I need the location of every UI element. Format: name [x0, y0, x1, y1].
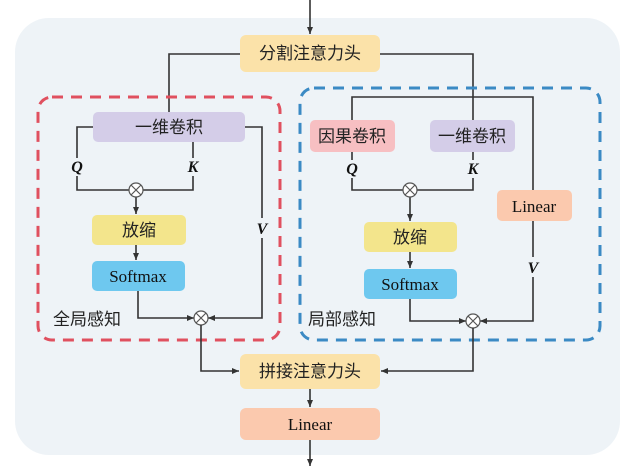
local-conv1d-label: 一维卷积: [438, 127, 506, 147]
global-perception-label: 全局感知: [53, 310, 121, 330]
global-k-label: K: [187, 159, 200, 176]
output-linear-node: Linear: [240, 408, 380, 440]
local-v-multiply-icon: [465, 313, 481, 329]
local-v-edge: [480, 221, 534, 324]
global-conv1d-node: 一维卷积: [93, 112, 245, 142]
output-linear-label: Linear: [288, 415, 333, 434]
local-softmax-node: Softmax: [364, 269, 457, 299]
local-conv1d-node: 一维卷积: [430, 120, 515, 152]
local-perception-label: 局部感知: [308, 310, 376, 330]
concat-heads-node: 拼接注意力头: [240, 354, 380, 389]
local-q-label: Q: [346, 161, 358, 178]
local-softmax-to-mult-edge: [409, 298, 466, 324]
global-scale-node: 放缩: [92, 215, 186, 245]
split-to-global-edge: [168, 53, 240, 112]
global-qk-multiply-icon: [128, 182, 144, 198]
global-q-label: Q: [71, 159, 83, 176]
local-to-concat-edge: [381, 328, 474, 374]
local-qk-multiply-icon: [402, 182, 418, 198]
local-scale-node: 放缩: [364, 222, 457, 252]
local-linear-label: Linear: [512, 197, 557, 216]
global-conv1d-label: 一维卷积: [135, 118, 203, 138]
global-v-multiply-icon: [193, 310, 209, 326]
local-causal-conv-node: 因果卷积: [310, 120, 395, 152]
local-causal-conv-label: 因果卷积: [318, 127, 386, 147]
local-k-label: K: [467, 161, 480, 178]
global-v-label: V: [257, 221, 269, 238]
local-v-label: V: [528, 260, 540, 277]
local-softmax-label: Softmax: [381, 275, 439, 294]
concat-heads-label: 拼接注意力头: [259, 362, 361, 382]
local-perception-region: [298, 86, 602, 342]
global-softmax-node: Softmax: [92, 261, 185, 291]
split-to-local-edge: [380, 53, 474, 120]
global-scale-label: 放缩: [122, 221, 156, 241]
global-softmax-to-mult-edge: [137, 291, 194, 321]
split-heads-label: 分割注意力头: [259, 44, 361, 64]
global-to-concat-edge: [200, 325, 239, 374]
local-linear-node: Linear: [497, 190, 572, 221]
local-distribution-edge: [351, 96, 534, 190]
global-perception-region: [36, 95, 282, 342]
split-heads-node: 分割注意力头: [240, 35, 380, 72]
global-softmax-label: Softmax: [109, 267, 167, 286]
local-scale-label: 放缩: [393, 228, 427, 248]
